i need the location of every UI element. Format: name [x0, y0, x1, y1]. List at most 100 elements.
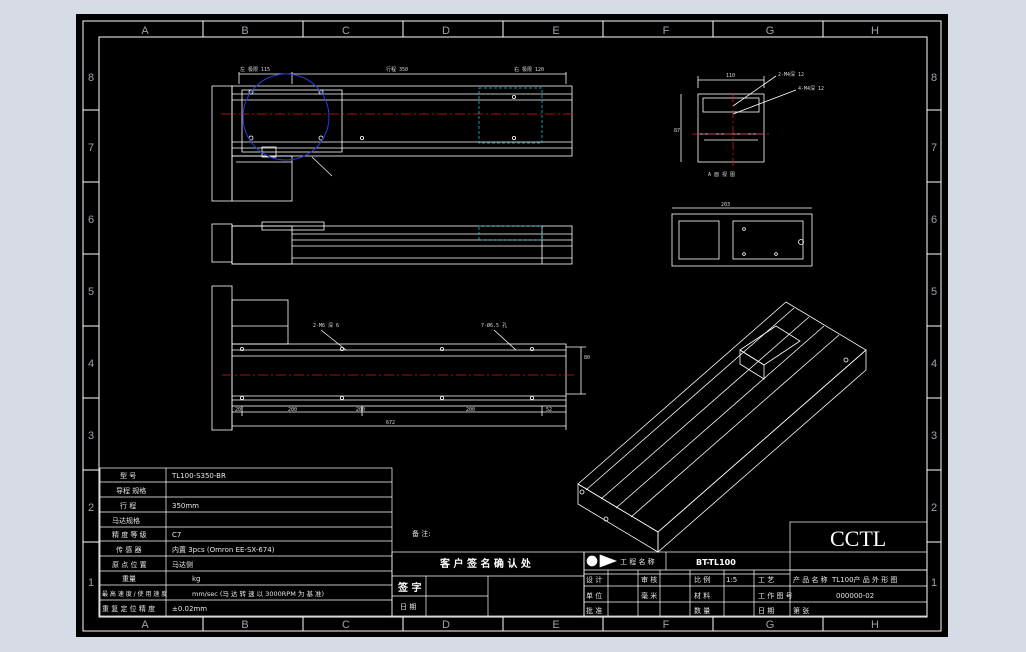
spec-value-origin: 马达侧: [172, 560, 193, 569]
detail-circle: [242, 73, 330, 161]
zone-col-f-bottom: F: [663, 619, 670, 631]
zone-col-b-bottom: B: [241, 619, 248, 631]
spec-value-speed: mm/sec (马 达 转 速 以 3000RPM 为 基 准): [192, 589, 324, 598]
spec-label-stroke: 行 程: [120, 501, 136, 510]
inner-border: [98, 36, 928, 618]
bottom-dim-4: 200: [466, 407, 475, 413]
zone-col-a: A: [141, 25, 149, 37]
bottom-view[interactable]: [211, 285, 586, 431]
end-view[interactable]: [680, 75, 797, 163]
zone-row-7-right: 7: [931, 142, 937, 154]
isometric-view[interactable]: [577, 301, 867, 553]
zone-row-1: 1: [88, 577, 94, 589]
spec-label-origin: 原 点 位 置: [112, 560, 147, 569]
bottom-dim-3: 200: [356, 407, 365, 413]
column-labels-bottom: A B C D E F G H: [141, 619, 879, 631]
side-view[interactable]: [211, 221, 573, 265]
row-labels-left: 8 7 6 5 4 3 2 1: [88, 72, 94, 589]
zone-col-a-bottom: A: [141, 619, 149, 631]
confirm-sign-label: 签 字: [397, 581, 421, 594]
cad-viewport[interactable]: A B C D E F G H A B C D E F G H 8 7 6 5 …: [76, 14, 948, 637]
end-view-2[interactable]: [671, 207, 813, 267]
end-view-2-width-dim: 203: [721, 202, 730, 208]
top-view-left-travel: 左 极限 115: [240, 66, 270, 73]
zone-row-5: 5: [88, 286, 94, 298]
zone-col-b: B: [241, 25, 248, 37]
spec-table: [99, 467, 393, 617]
zone-col-d: D: [442, 25, 450, 37]
bottom-height: 80: [584, 355, 590, 361]
zone-col-e: E: [552, 25, 559, 37]
spec-label-speed: 最 高 速 度 / 使 用 速 度: [102, 590, 167, 598]
zone-col-h-bottom: H: [871, 619, 879, 631]
end-view-hole-note-2: 4-M4深 12: [798, 85, 824, 92]
spec-value-model: TL100-S350-BR: [171, 472, 226, 480]
spec-label-repeatability: 重 复 定 位 精 度: [102, 604, 155, 613]
tb-material-label: 材 料: [694, 591, 710, 600]
top-view-travel: 行程 350: [386, 66, 408, 73]
title-block: [583, 521, 928, 617]
tb-scale-value: 1:5: [726, 576, 737, 584]
tb-drawing-no-value: 000000-02: [836, 592, 874, 600]
bottom-total-length: 672: [386, 420, 395, 426]
zone-col-c-bottom: C: [342, 619, 350, 631]
end-view-height-dim: 87: [674, 128, 680, 134]
spec-value-accuracy: C7: [172, 531, 181, 539]
spec-label-model: 型 号: [120, 471, 136, 480]
zone-row-2: 2: [88, 502, 94, 514]
spec-label-weight: 重量: [122, 575, 136, 583]
top-view[interactable]: [211, 72, 573, 202]
zone-ticks: [83, 21, 941, 631]
tb-process-label: 工 艺: [758, 576, 774, 584]
top-view-right-travel: 右 极限 120: [514, 66, 544, 73]
bottom-hole-note-left: 2-M6 深 6: [313, 322, 339, 329]
spec-table-text: 型 号 TL100-S350-BR 导程 规格 行 程 350mm 马达规格 精…: [102, 471, 324, 613]
zone-col-g: G: [766, 25, 775, 37]
zone-col-h: H: [871, 25, 879, 37]
zone-row-5-right: 5: [931, 286, 937, 298]
spec-label-lead: 导程 规格: [116, 486, 146, 495]
zone-row-6-right: 6: [931, 214, 937, 226]
end-view-width-dim: 110: [726, 73, 735, 79]
column-labels-top: A B C D E F G H: [141, 25, 879, 37]
spec-value-weight: kg: [192, 575, 201, 583]
tb-unit-value: 毫 米: [641, 591, 657, 600]
confirm-date-label: 日 期: [400, 603, 416, 611]
zone-row-7: 7: [88, 142, 94, 154]
tb-model: BT-TL100: [696, 558, 736, 567]
zone-row-8-right: 8: [931, 72, 937, 84]
zone-col-f: F: [663, 25, 670, 37]
spec-label-sensor: 传 感 器: [116, 545, 141, 554]
zone-row-2-right: 2: [931, 502, 937, 514]
tb-date-label: 日 期: [758, 607, 774, 615]
tb-sheet-label: 第 张: [793, 606, 809, 615]
top-view-hidden-carriage: [478, 87, 543, 144]
confirm-title: 客 户 签 名 确 认 处: [439, 557, 532, 570]
notes-label: 备 注:: [412, 529, 431, 538]
tb-approve-label: 批 准: [586, 606, 602, 615]
tb-design-label: 设 计: [586, 575, 602, 584]
tb-drawing-no-label: 工 作 图 号: [758, 591, 793, 600]
zone-col-g-bottom: G: [766, 619, 775, 631]
zone-row-3-right: 3: [931, 430, 937, 442]
bottom-dim-5: 52: [546, 407, 552, 413]
zone-row-1-right: 1: [931, 577, 937, 589]
tb-project-label: 工 程 名 称: [620, 557, 655, 566]
spec-label-motor: 马达规格: [112, 516, 140, 525]
cad-drawing-sheet: A B C D E F G H A B C D E F G H 8 7 6 5 …: [82, 20, 942, 632]
tb-product-label: 产 品 名 称: [793, 575, 828, 584]
end-view-caption: A 面 视 图: [708, 171, 735, 178]
bottom-dim-1: 20: [235, 407, 241, 413]
bottom-dim-2: 200: [288, 407, 297, 413]
spec-value-sensor: 内置 3pcs (Omron EE-SX-674): [172, 545, 275, 554]
end-view-hole-note-1: 2-M4深 12: [778, 71, 804, 78]
zone-col-e-bottom: E: [552, 619, 559, 631]
side-view-hidden-carriage: [478, 225, 543, 241]
zone-row-8: 8: [88, 72, 94, 84]
zone-col-d-bottom: D: [442, 619, 450, 631]
zone-row-4: 4: [88, 358, 94, 370]
tb-unit-label: 单 位: [586, 591, 602, 600]
company-logo-text: CCTL: [830, 526, 886, 551]
zone-row-4-right: 4: [931, 358, 937, 370]
zone-col-c: C: [342, 25, 350, 37]
